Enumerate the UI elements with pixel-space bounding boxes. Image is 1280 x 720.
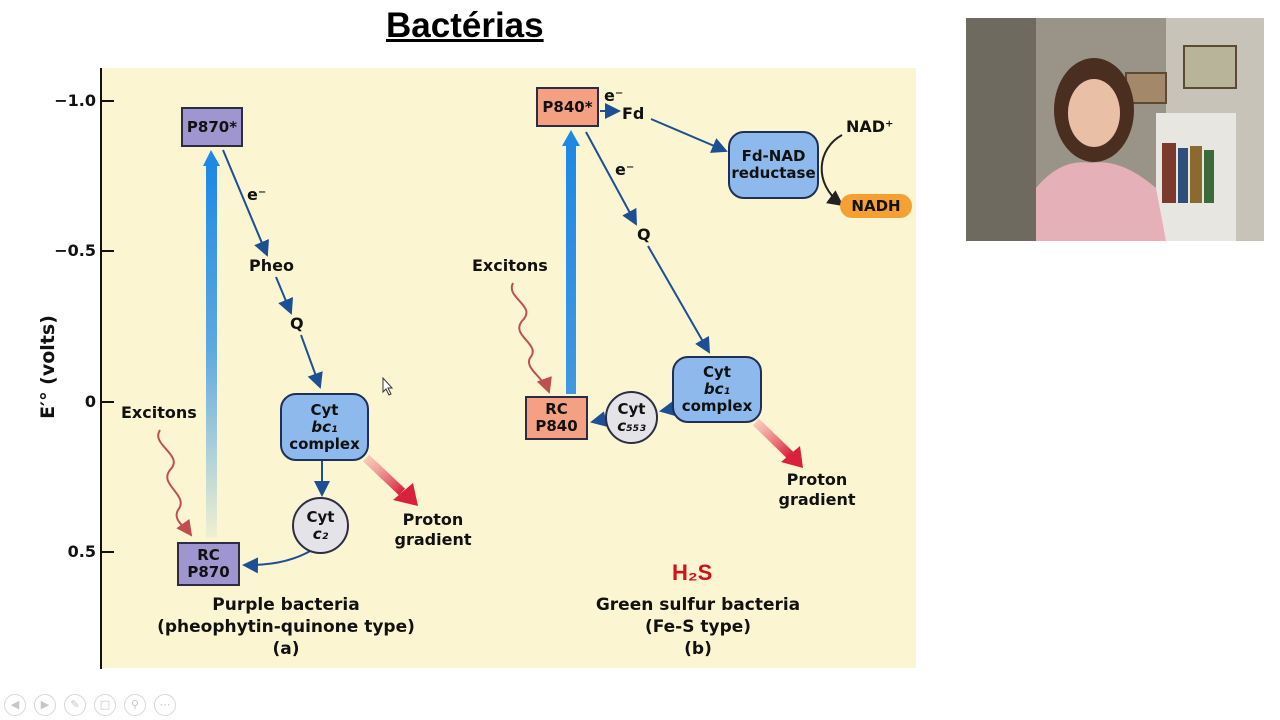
label-line: Proton xyxy=(786,470,848,489)
caption-line: (a) xyxy=(272,639,300,659)
proton-arrow-b xyxy=(752,418,803,468)
presenter-video-frame xyxy=(966,18,1264,241)
node-text: c₂ xyxy=(312,524,329,543)
node-text: Cyt xyxy=(617,399,646,418)
label-electron-b1: e⁻ xyxy=(604,86,624,105)
caption-green-sulfur-bacteria: Green sulfur bacteria (Fe-S type) (b) xyxy=(558,594,838,660)
prev-icon[interactable]: ◀ xyxy=(4,694,26,716)
excitons-arrow-a xyxy=(157,429,193,537)
y-tick-label: −0.5 xyxy=(54,241,96,260)
node-text: bc₁ xyxy=(703,380,731,398)
node-text: Cyt xyxy=(310,400,339,419)
arrow-pheo-q xyxy=(275,276,293,315)
node-text: c₅₅₃ xyxy=(617,416,646,435)
slide-title: Bactérias xyxy=(386,6,544,45)
node-cyt-c2: Cyt c₂ xyxy=(292,497,349,554)
node-text: Fd-NAD xyxy=(741,147,806,165)
caption-line: (b) xyxy=(684,639,712,659)
arrow-cytc2-rc xyxy=(242,549,313,574)
arrow-p840-q xyxy=(585,131,637,226)
excitation-arrow-a xyxy=(203,150,220,538)
node-text: complex xyxy=(681,397,753,415)
node-text: complex xyxy=(289,434,360,453)
label-line: Proton xyxy=(402,510,464,529)
arrow-fd-reductase xyxy=(650,118,728,153)
node-text: P870 xyxy=(187,563,230,581)
label-h2s: H₂S xyxy=(672,560,713,585)
node-cyt-c553: Cyt c₅₅₃ xyxy=(605,391,658,444)
node-fd: Fd xyxy=(622,104,645,123)
node-fd-nad-reductase: Fd-NAD reductase xyxy=(728,131,819,199)
label-proton-gradient-b: Proton gradient xyxy=(776,470,858,510)
caption-purple-bacteria: Purple bacteria (pheophytin-quinone type… xyxy=(136,594,436,660)
y-tick xyxy=(102,551,114,553)
node-text: Cyt xyxy=(306,507,335,526)
arrow-bc1-c553 xyxy=(659,400,677,417)
label-electron-a: e⁻ xyxy=(247,185,267,204)
label-line: gradient xyxy=(778,490,856,509)
excitation-arrow-b xyxy=(562,130,580,394)
caption-line: (Fe-S type) xyxy=(644,617,752,637)
label-electron-b2: e⁻ xyxy=(615,160,635,179)
node-rc-p840: RC P840 xyxy=(525,396,588,440)
y-tick xyxy=(102,401,114,403)
node-rc-p870: RC P870 xyxy=(177,542,240,586)
node-nadh: NADH xyxy=(840,194,912,218)
arrow-q-bc1 xyxy=(300,334,323,389)
more-icon[interactable]: ⋯ xyxy=(154,694,176,716)
pen-icon[interactable]: ✎ xyxy=(64,694,86,716)
node-cyt-bc1-b: Cyt bc₁ complex xyxy=(672,356,762,423)
node-text: RC xyxy=(197,546,220,564)
next-icon[interactable]: ▶ xyxy=(34,694,56,716)
y-tick xyxy=(102,100,114,102)
node-q-a: Q xyxy=(290,314,304,333)
node-nad-plus: NAD⁺ xyxy=(846,117,894,136)
label-line: gradient xyxy=(394,530,472,549)
proton-arrow-a xyxy=(362,454,418,506)
arrow-nad-nadh xyxy=(820,134,844,207)
arrow-q-bc1-b xyxy=(647,245,710,354)
y-tick-label: 0 xyxy=(84,392,96,411)
node-q-b: Q xyxy=(637,225,651,244)
y-axis-line xyxy=(100,68,102,669)
node-cyt-bc1-a: Cyt bc₁ complex xyxy=(280,393,369,461)
node-text: reductase xyxy=(731,164,816,182)
y-tick xyxy=(102,250,114,252)
node-text: RC xyxy=(545,400,568,418)
zoom-icon[interactable]: ⚲ xyxy=(124,694,146,716)
node-text: Cyt xyxy=(703,363,731,381)
y-tick-label: −1.0 xyxy=(54,91,96,110)
mouse-cursor xyxy=(382,376,394,396)
label-proton-gradient-a: Proton gradient xyxy=(392,510,474,550)
slides-icon[interactable]: □ xyxy=(94,694,116,716)
arrow-p870-pheo xyxy=(222,149,269,257)
node-text: P840 xyxy=(535,417,578,435)
label-excitons-b: Excitons xyxy=(472,256,548,275)
excitons-arrow-b xyxy=(510,282,552,394)
node-text: bc₁ xyxy=(311,417,338,436)
caption-line: Purple bacteria xyxy=(212,595,360,615)
node-pheo: Pheo xyxy=(249,256,294,275)
caption-line: (pheophytin-quinone type) xyxy=(157,617,415,637)
presenter-video xyxy=(966,18,1264,241)
label-excitons-a: Excitons xyxy=(121,403,197,422)
node-p840-star: P840* xyxy=(536,87,599,127)
node-p870-star: P870* xyxy=(181,107,243,147)
y-tick-label: 0.5 xyxy=(67,542,96,561)
arrow-c553-rc xyxy=(590,411,608,427)
caption-line: Green sulfur bacteria xyxy=(595,595,801,615)
